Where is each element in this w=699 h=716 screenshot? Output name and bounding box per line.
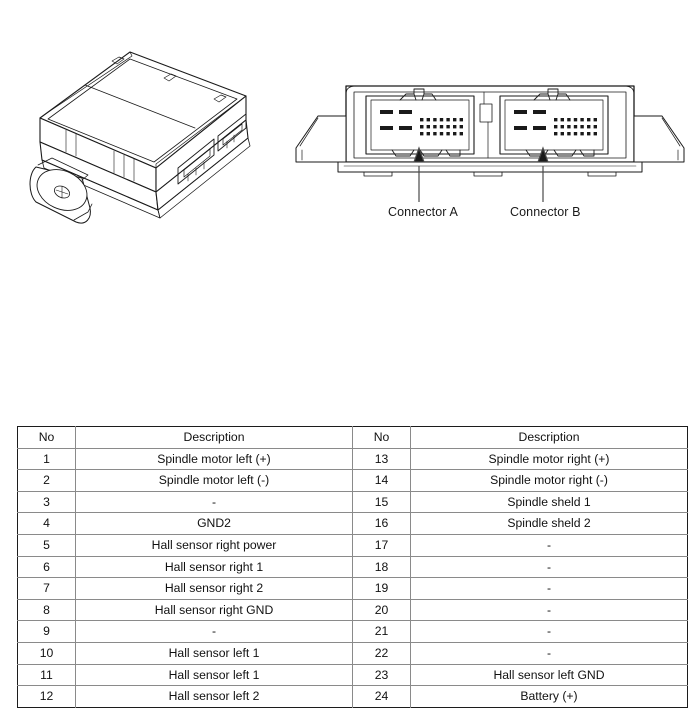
pin-description: - [410, 641, 688, 665]
pin-description: Hall sensor left 2 [75, 685, 353, 708]
pin-description: GND2 [75, 512, 353, 535]
pin-number: 16 [352, 512, 411, 535]
pin-description: Spindle motor right (+) [410, 447, 688, 471]
pin-description: Hall sensor right GND [75, 598, 353, 622]
pin-description: - [410, 577, 688, 600]
pin-number: 23 [352, 663, 411, 687]
pin-number: 10 [17, 641, 76, 665]
pin-description: Battery (+) [410, 685, 688, 708]
pin-number: 7 [17, 577, 76, 600]
pin-number: 9 [17, 620, 76, 643]
header-no-right: No [352, 426, 411, 449]
pin-number: 1 [17, 447, 76, 471]
pin-description: Spindle motor right (-) [410, 469, 688, 492]
figure-area: Connector A Connector B [29, 51, 685, 224]
table-row: 9-21- [17, 620, 688, 643]
pin-description: Spindle motor left (-) [75, 469, 353, 492]
pin-number: 5 [17, 533, 76, 557]
pin-number: 17 [352, 533, 411, 557]
pin-number: 6 [17, 555, 76, 579]
pin-description: - [410, 533, 688, 557]
connector-b-label: Connector B [510, 205, 581, 219]
connector-a-label: Connector A [388, 205, 458, 219]
pin-description: Spindle motor left (+) [75, 447, 353, 471]
pin-description: Hall sensor right 1 [75, 555, 353, 579]
pin-description: - [75, 620, 353, 643]
pin-number: 14 [352, 469, 411, 492]
pin-description: Spindle sheld 1 [410, 490, 688, 514]
pin-number: 15 [352, 490, 411, 514]
pin-number: 8 [17, 598, 76, 622]
header-description-right: Description [410, 426, 688, 449]
pin-number: 18 [352, 555, 411, 579]
pin-number: 21 [352, 620, 411, 643]
callout-leader-lines [413, 146, 549, 202]
pin-description: Hall sensor left 1 [75, 641, 353, 665]
pin-number: 19 [352, 577, 411, 600]
pin-description: Hall sensor right 2 [75, 577, 353, 600]
control-module-isometric-drawing [29, 51, 251, 224]
pin-description: Hall sensor left GND [410, 663, 688, 687]
connector-a-housing [365, 88, 475, 157]
connector-b-arrowhead [537, 146, 549, 163]
pin-number: 20 [352, 598, 411, 622]
connector-b-housing [499, 88, 609, 157]
connector-a-arrowhead [413, 146, 425, 163]
header-no-left: No [17, 426, 76, 449]
pin-number: 24 [352, 685, 411, 708]
control-module-front-view-drawing [295, 85, 685, 177]
pin-number: 3 [17, 490, 76, 514]
pin-description: - [410, 555, 688, 579]
pin-description: - [75, 490, 353, 514]
pin-number: 22 [352, 641, 411, 665]
pin-number: 13 [352, 447, 411, 471]
pin-description: Spindle sheld 2 [410, 512, 688, 535]
header-description-left: Description [75, 426, 353, 449]
pin-description: - [410, 598, 688, 622]
pin-description: - [410, 620, 688, 643]
pin-number: 11 [17, 663, 76, 687]
pin-number: 4 [17, 512, 76, 535]
pin-number: 2 [17, 469, 76, 492]
pin-description: Hall sensor left 1 [75, 663, 353, 687]
pin-description: Hall sensor right power [75, 533, 353, 557]
pin-number: 12 [17, 685, 76, 708]
